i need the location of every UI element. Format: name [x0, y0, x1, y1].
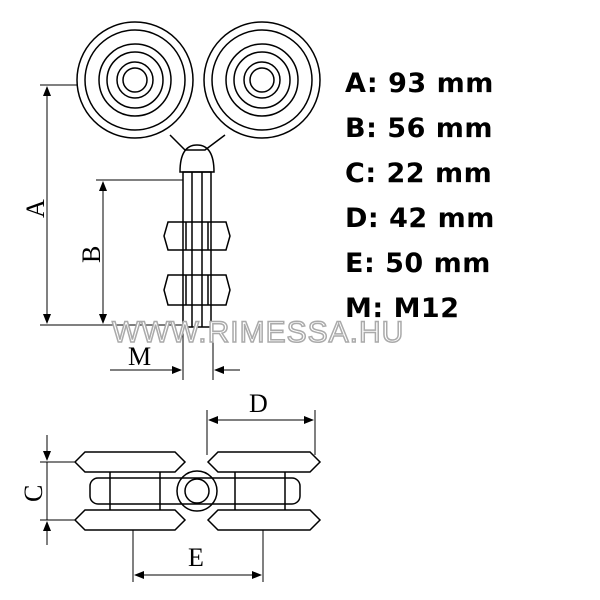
dimension-a	[40, 84, 183, 326]
wheel-right	[203, 21, 321, 139]
dim-label-a: A	[21, 199, 50, 218]
dim-label-c: C	[19, 485, 48, 502]
dim-label-b: B	[77, 246, 106, 263]
dim-label-m: M	[128, 342, 151, 371]
wheel-left	[76, 21, 194, 139]
spec-e: E: 50 mm	[345, 248, 491, 279]
watermark: WWW.RIMESSA.HU	[112, 316, 404, 349]
dimension-c	[40, 435, 75, 545]
spec-m: M: M12	[345, 293, 460, 324]
spec-a: A: 93 mm	[345, 68, 494, 99]
top-view	[76, 21, 321, 328]
dimension-e	[132, 530, 264, 582]
spec-d: D: 42 mm	[345, 203, 495, 234]
dimension-b	[96, 179, 183, 324]
dimension-d	[206, 410, 316, 455]
dim-label-e: E	[188, 543, 204, 572]
dim-label-d: D	[249, 389, 268, 418]
dimension-m	[110, 327, 240, 380]
spec-c: C: 22 mm	[345, 158, 493, 189]
side-view	[73, 451, 322, 531]
spec-b: B: 56 mm	[345, 113, 494, 144]
bolt	[163, 171, 231, 328]
